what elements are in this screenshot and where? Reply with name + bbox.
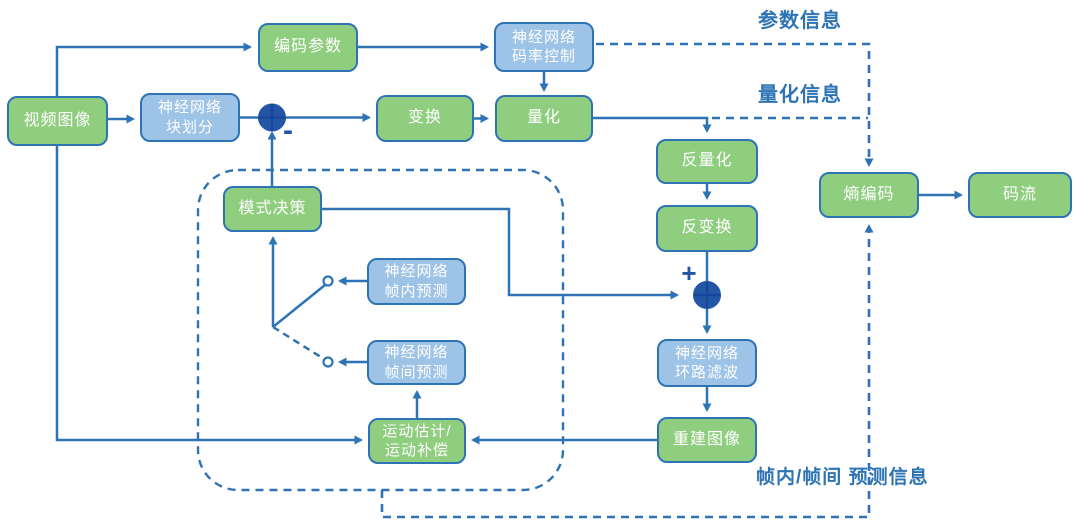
node-bitstream: 码流 <box>968 172 1072 218</box>
dash-predinfo-to-entropy <box>380 224 874 519</box>
switch-contact-inter <box>322 356 334 368</box>
node-label: 编码参数 <box>273 38 342 56</box>
switch-contact-intra <box>322 275 334 287</box>
node-label: 熵编码 <box>843 185 895 203</box>
node-nn-loop-filter: 神经网络 环路滤波 <box>657 339 757 387</box>
line-video-to-params <box>55 42 252 96</box>
node-label-line2: 块划分 <box>165 118 214 136</box>
dashed-region-outline <box>196 168 565 492</box>
node-label: 视频图像 <box>23 111 92 129</box>
label-parameter-info: 参数信息 <box>758 10 842 32</box>
node-label-line1: 神经网络 <box>157 99 222 117</box>
adder-add <box>693 281 721 309</box>
node-label-line2: 码率控制 <box>511 48 576 65</box>
node-transform: 变换 <box>376 95 474 142</box>
line-modedecision-to-adder2 <box>322 207 679 300</box>
node-me-mc: 运动估计/ 运动补偿 <box>368 418 466 464</box>
node-label-line1: 神经网络 <box>384 344 449 362</box>
node-encode-params: 编码参数 <box>258 23 358 72</box>
node-label-line1: 运动估计/ <box>382 422 452 440</box>
node-entropy-coding: 熵编码 <box>819 172 919 218</box>
node-label: 模式决策 <box>238 199 307 217</box>
adder-subtract <box>258 103 286 132</box>
label-prediction-info-line1: 帧内/帧间 <box>756 467 843 488</box>
node-label-line2: 帧间预测 <box>384 363 449 381</box>
label-prediction-info-line2: 预测信息 <box>848 467 929 488</box>
node-label: 变换 <box>407 109 442 127</box>
node-quantize: 量化 <box>495 95 593 142</box>
minus-sign: - <box>283 114 293 147</box>
node-inv-transform: 反变换 <box>656 205 758 252</box>
node-label: 量化 <box>526 109 561 127</box>
dash-paraminfo-to-entropy <box>596 42 874 167</box>
node-video-image: 视频图像 <box>7 96 108 146</box>
line-quantize-to-dequantize <box>593 116 712 133</box>
node-label-line2: 帧内预测 <box>384 282 449 300</box>
node-label: 反变换 <box>681 219 733 237</box>
node-dequantize: 反量化 <box>656 139 758 184</box>
node-label-line1: 神经网络 <box>511 28 576 46</box>
node-nn-rate-control: 神经网络 码率控制 <box>494 22 594 72</box>
switch-arm-solid <box>272 284 326 328</box>
label-prediction-info: 帧内/帧间 预测信息 <box>756 467 928 488</box>
line-video-to-memc <box>55 146 363 445</box>
node-label-line1: 神经网络 <box>674 344 739 362</box>
node-nn-intra-pred: 神经网络 帧内预测 <box>367 258 466 305</box>
node-nn-block-partition: 神经网络 块划分 <box>140 93 240 142</box>
node-label: 反量化 <box>681 152 733 170</box>
node-mode-decision: 模式决策 <box>223 186 322 232</box>
node-label-line1: 神经网络 <box>384 263 449 281</box>
node-recon-image: 重建图像 <box>657 417 757 463</box>
label-quantization-info: 量化信息 <box>758 84 842 106</box>
node-label-line2: 运动补偿 <box>384 442 449 459</box>
node-label: 码流 <box>1002 185 1037 203</box>
node-label: 重建图像 <box>672 430 741 448</box>
node-label-line2: 环路滤波 <box>674 364 739 381</box>
node-nn-inter-pred: 神经网络 帧间预测 <box>367 340 466 385</box>
switch-arm-dashed <box>272 325 325 361</box>
plus-sign: + <box>681 258 697 288</box>
